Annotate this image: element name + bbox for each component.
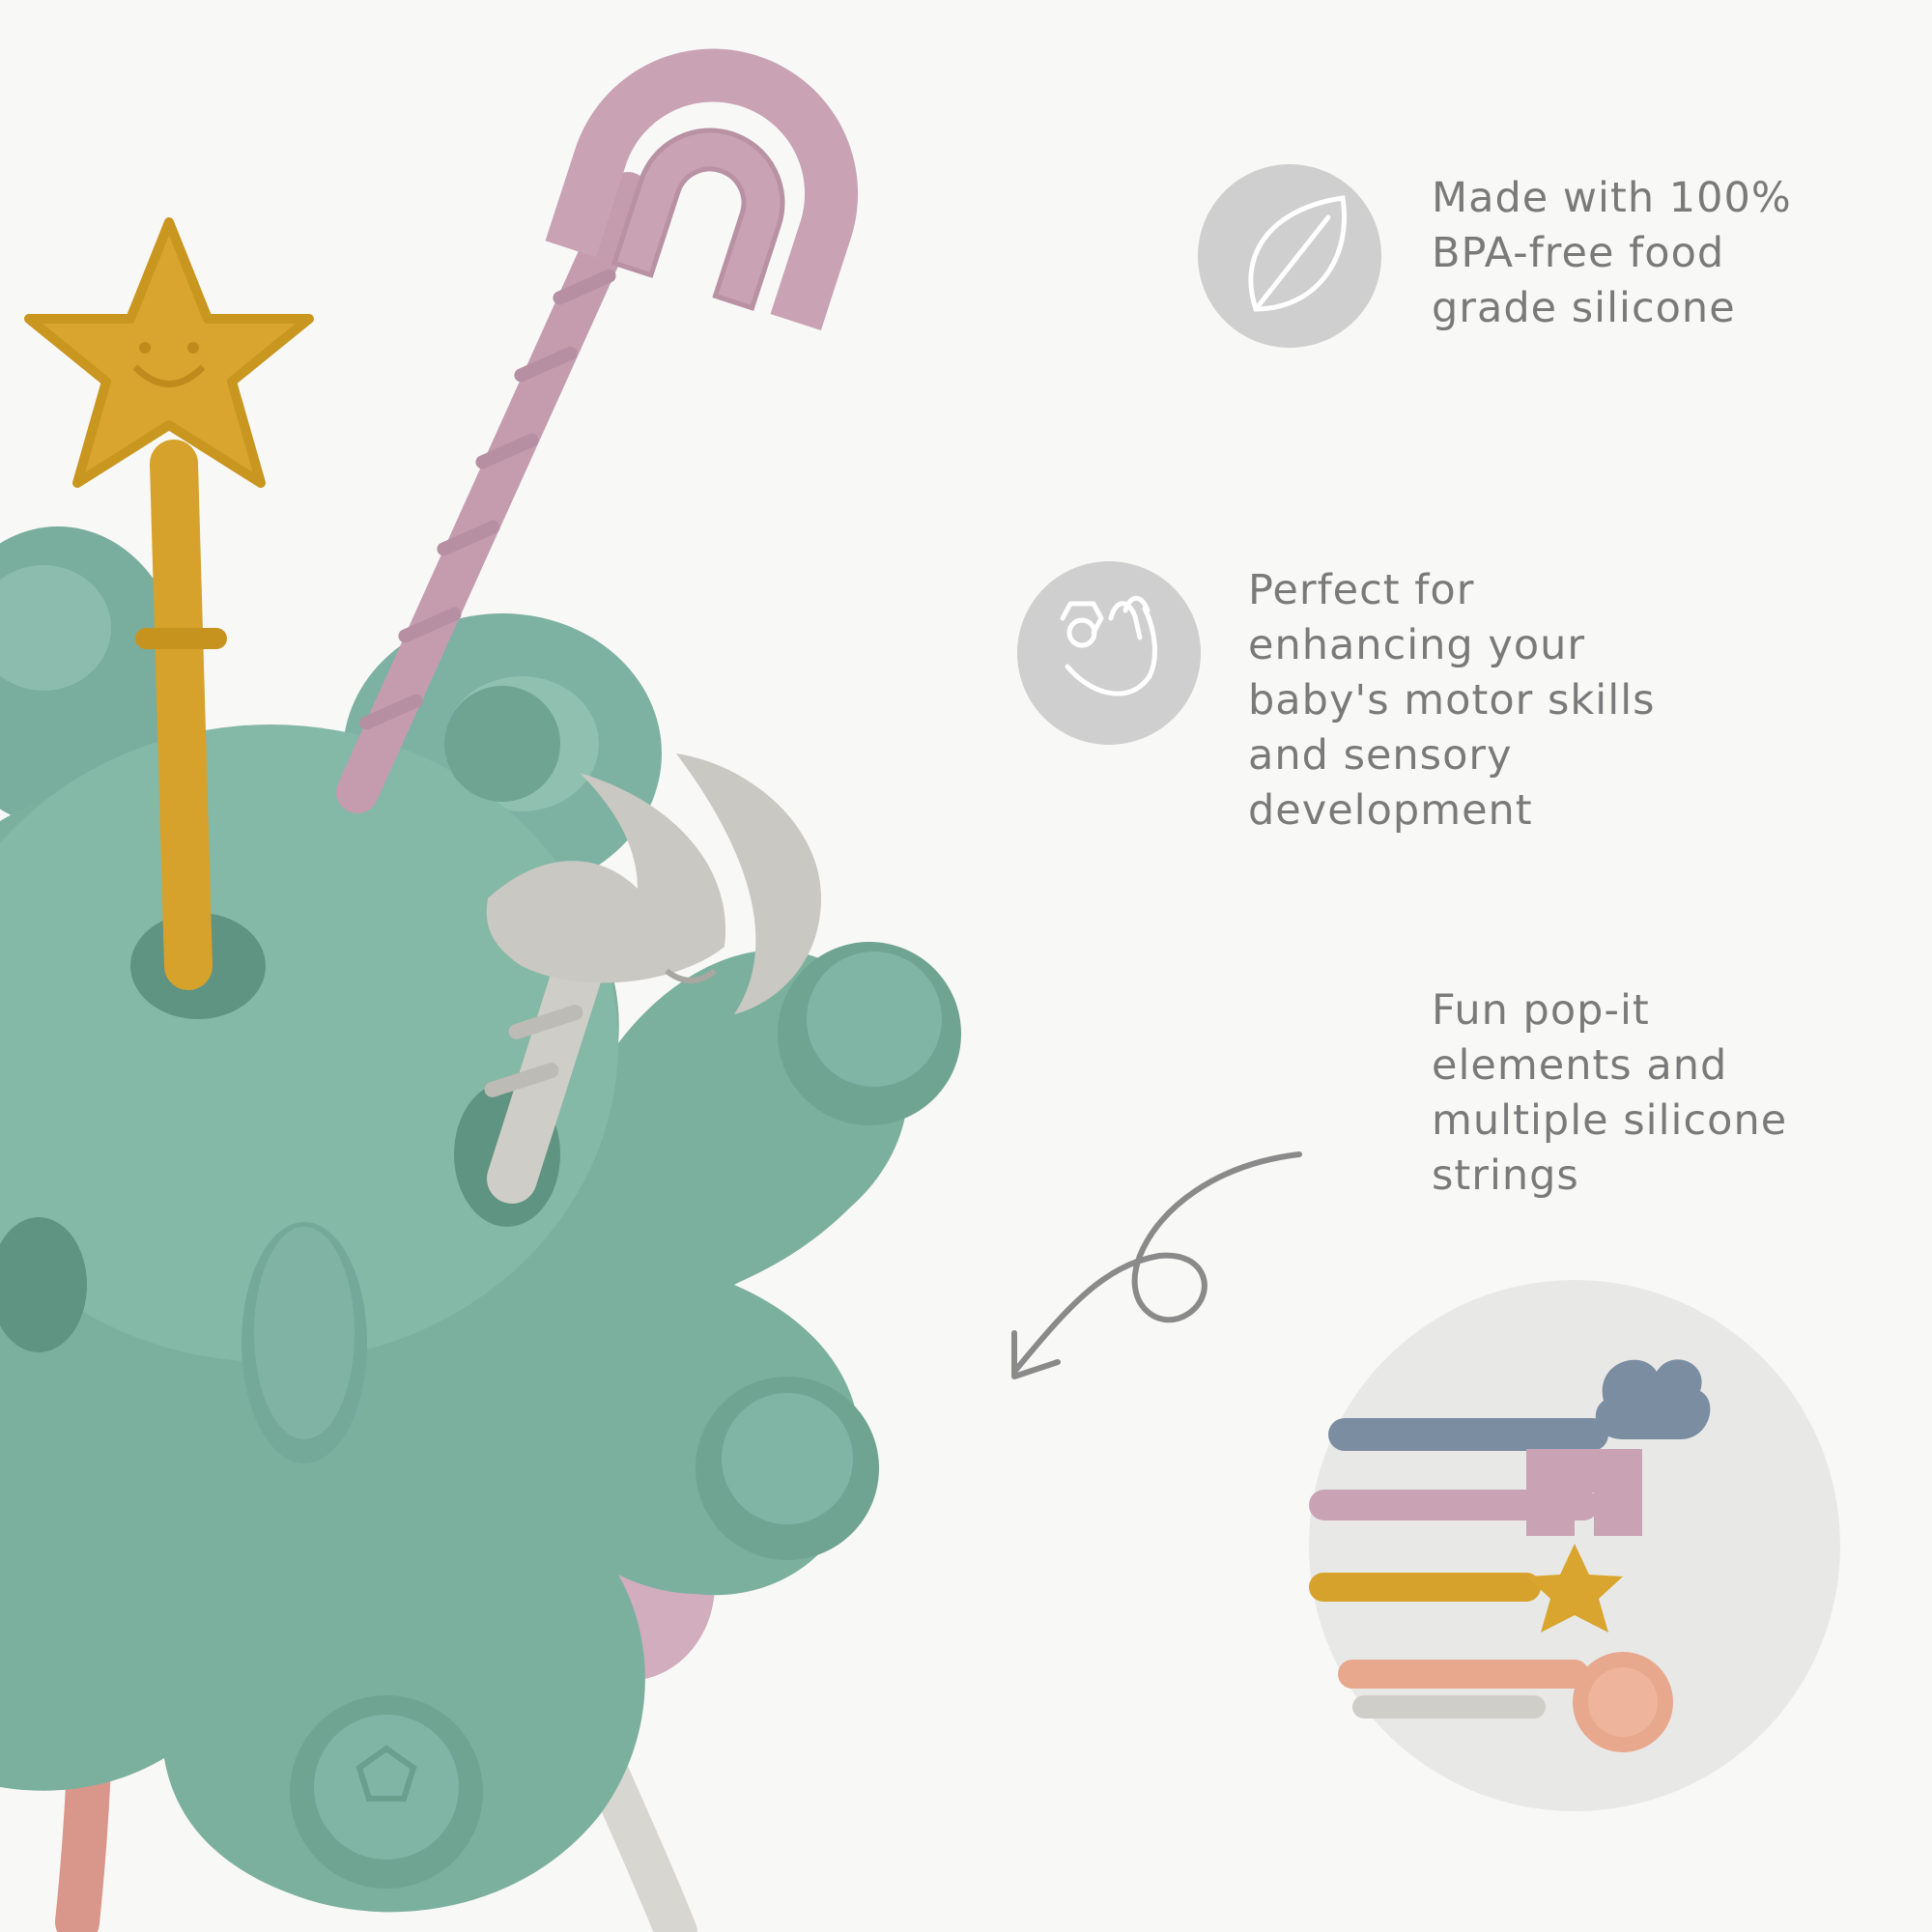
feature-bpa-free: Made with 100% BPA-free food grade silic… <box>1432 171 1792 336</box>
feature-line: and sensory <box>1248 731 1513 780</box>
sensory-toy <box>0 48 961 1932</box>
feature-line: development <box>1248 786 1533 835</box>
feature-pop-it: Fun pop-it elements and multiple silicon… <box>1432 983 1787 1204</box>
leaf-badge-hotspot <box>1196 164 1384 353</box>
feature-line: enhancing your <box>1248 621 1586 669</box>
hand-badge-hotspot <box>1016 560 1205 749</box>
feature-line: BPA-free food <box>1432 229 1725 277</box>
hand-touch-icon <box>1060 595 1157 696</box>
feature-motor-skills: Perfect for enhancing your baby's motor … <box>1248 563 1656 838</box>
feature-line: baby's motor skills <box>1248 676 1656 724</box>
feature-line: Made with 100% <box>1432 174 1792 222</box>
curly-arrow-icon <box>1011 1151 1302 1379</box>
feature-line: elements and <box>1432 1041 1728 1090</box>
feature-line: multiple silicone <box>1432 1096 1788 1145</box>
feature-line: Fun pop-it <box>1432 986 1650 1035</box>
feature-line: grade silicone <box>1432 284 1736 332</box>
leaf-badge <box>1198 164 1381 348</box>
leaf-icon <box>1248 195 1347 312</box>
strings-inset <box>1309 1280 1840 1811</box>
feature-line: Perfect for <box>1248 566 1475 614</box>
hand-badge <box>1017 561 1201 745</box>
feature-line: strings <box>1432 1151 1579 1200</box>
